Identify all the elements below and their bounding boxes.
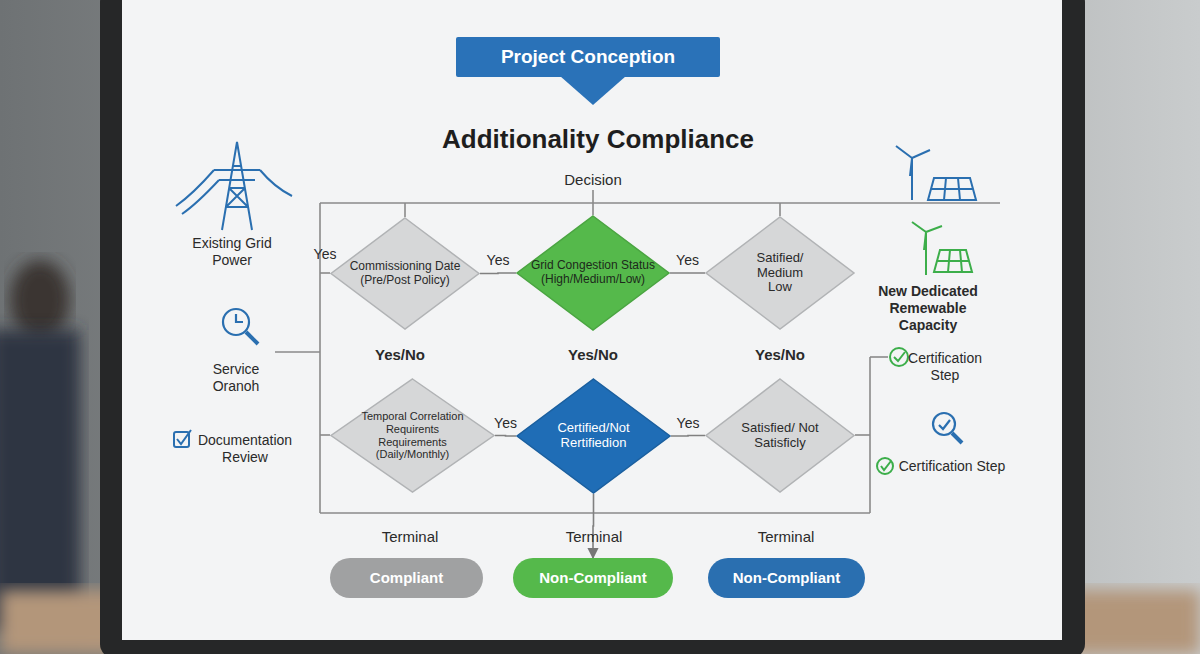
decision-diamond: Satisfied/ Not Satisficly [705,378,855,493]
connector [671,435,705,437]
wind-solar-icon [896,146,976,200]
node-text: Temporal Correlation Requirents Requirem… [354,410,472,461]
decision-diamond: Grid Congestion Status (High/Medium/Low) [516,215,670,331]
diamond-shape [517,216,669,330]
checkbox-icon [174,430,191,447]
terminal-pill: Non-Compliant [513,558,673,598]
diamond-shape [517,379,670,493]
annotation-label: Certification Step [882,458,1022,475]
start-box: Project Conception [456,37,720,77]
annotation-label: Decision [543,171,643,189]
edge-label: Yes [663,415,713,432]
terminal-pill: Non-Compliant [708,558,865,598]
node-text: Project Conception [501,46,675,68]
annotation-label: Existing Grid Power [187,235,277,269]
diamond-shape [331,218,479,329]
check-circle-icon [877,458,893,474]
green-wind-solar-icon [912,222,972,275]
search-icon [933,413,962,443]
node-text: Non-Compliant [539,569,646,586]
annotation-label: New Dedicated Remewable Capacity [869,283,987,333]
diagram-title: Additionality Compliance [378,124,818,155]
monitor-bezel [100,0,1085,654]
node-text: Satified/ Medium Low [749,251,811,296]
edge-label: Yes [481,415,531,432]
diamond-shape [706,217,854,329]
connector [480,272,516,274]
decision-diamond: Temporal Correlation Requirents Requirem… [330,378,495,493]
node-text: Compliant [370,569,443,586]
annotation-label: Yes [305,246,345,263]
pointer-triangle [560,76,626,105]
node-text: Satisfied/ Not Satisficly [735,421,825,451]
edge-label: Yes [473,252,523,269]
diamond-shape [706,379,854,492]
blurred-person [0,330,80,630]
decision-diamond: Commissioning Date (Pre/Post Policy) [330,217,480,330]
frame-lines [275,190,1000,513]
annotation-label: Yes/No [553,346,633,364]
terminal-pill: Compliant [330,558,483,598]
edge-label: Yes [663,252,713,269]
annotation-label: Terminal [741,528,831,546]
connector [670,272,705,274]
check-circle-icon [890,348,908,366]
node-text: Commissioning Date (Pre/Post Policy) [345,260,465,288]
node-text: Non-Compliant [733,569,840,586]
annotation-label: Yes/No [740,346,820,364]
node-text: Certified/Not Rertifiedion [544,421,644,451]
screen [122,0,1062,640]
annotation-label: Yes/No [360,346,440,364]
node-text: Grid Congestion Status (High/Medium/Low) [523,259,663,287]
annotation-label: Terminal [365,528,455,546]
search-clock-icon [223,309,258,344]
connector [592,494,594,558]
power-tower-icon [176,142,292,230]
diamond-shape [331,379,494,492]
annotation-label: Certification Step [898,350,993,384]
blurred-person [10,260,70,340]
connector [495,435,516,437]
annotation-label: Service Oranoh [200,361,272,395]
annotation-label: Documentation Review [189,432,301,466]
annotation-label: Terminal [549,528,639,546]
decision-diamond: Certified/Not Rertifiedion [516,378,671,494]
decision-diamond: Satified/ Medium Low [705,216,855,330]
